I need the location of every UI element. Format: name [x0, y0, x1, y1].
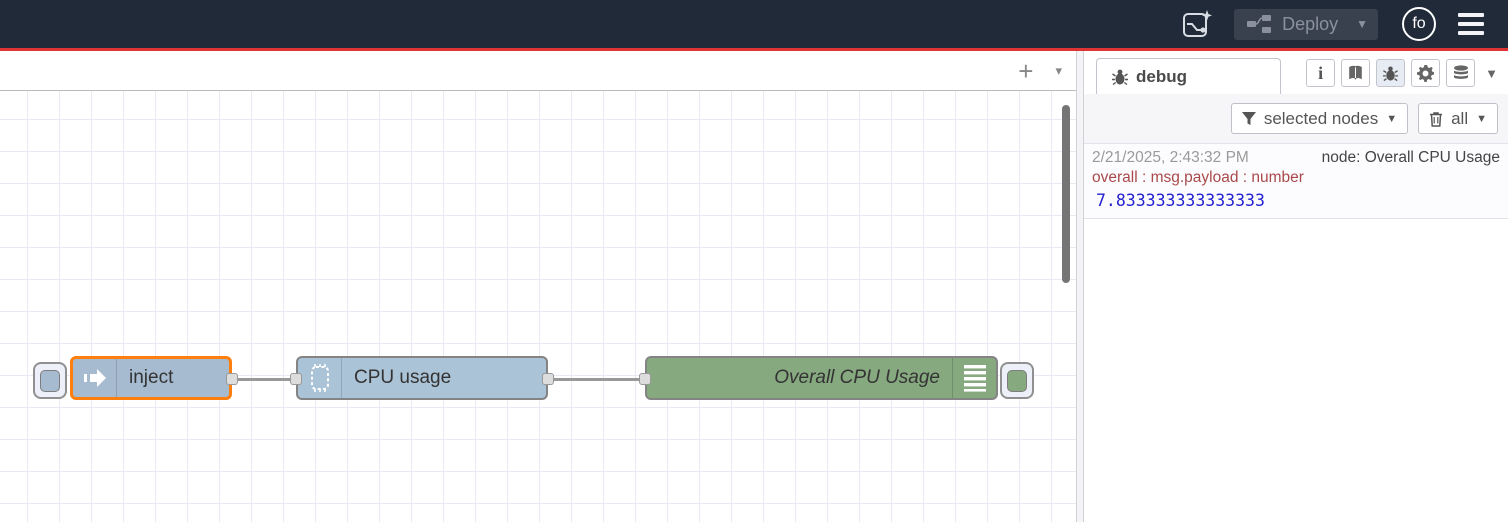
- node-overall-cpu-usage[interactable]: Overall CPU Usage: [645, 356, 998, 400]
- help-tab-button[interactable]: [1341, 59, 1371, 87]
- info-icon: i: [1318, 62, 1324, 83]
- database-icon: [1453, 64, 1469, 82]
- message-node-name: node: Overall CPU Usage: [1321, 149, 1500, 166]
- sidebar-splitter[interactable]: [1076, 51, 1084, 522]
- inject-arrow-icon: [82, 365, 108, 391]
- debug-list-icon: [963, 364, 987, 392]
- cpu-input-port[interactable]: [290, 373, 302, 385]
- canvas-vertical-scrollbar[interactable]: [1062, 101, 1070, 516]
- message-property-path: overall : msg.payload : number: [1092, 169, 1304, 186]
- book-icon: [1347, 65, 1364, 81]
- workspace: + ▾ inject: [0, 51, 1508, 522]
- header: Deploy ▼ fo: [0, 0, 1508, 48]
- node-label: CPU usage: [354, 367, 452, 388]
- deploy-button[interactable]: Deploy ▼: [1234, 8, 1378, 40]
- cpu-output-port[interactable]: [542, 373, 554, 385]
- deploy-dropdown-caret[interactable]: ▼: [1356, 17, 1368, 31]
- sidebar-tab-bar: debug i: [1084, 51, 1508, 94]
- tab-debug[interactable]: debug: [1096, 58, 1281, 94]
- flow-sparkle-icon: [1180, 7, 1214, 41]
- flow-canvas[interactable]: inject CPU usage Overal: [0, 91, 1076, 522]
- add-flow-button[interactable]: +: [1018, 55, 1034, 86]
- sidebar-tabs-caret[interactable]: ▼: [1485, 65, 1498, 81]
- message-value[interactable]: 7.833333333333333: [1096, 191, 1265, 210]
- message-timestamp: 2/21/2025, 2:43:32 PM: [1092, 149, 1249, 166]
- node-cpu-usage[interactable]: CPU usage: [296, 356, 548, 400]
- clear-label: all: [1451, 108, 1469, 128]
- filter-caret-icon: ▼: [1386, 112, 1398, 125]
- wire-cpu-to-debug[interactable]: [547, 378, 651, 381]
- header-accent-line: [0, 48, 1508, 51]
- debug-filter-toolbar: selected nodes ▼ all ▼: [1084, 94, 1508, 143]
- scrollbar-thumb[interactable]: [1062, 105, 1070, 283]
- canvas-area: + ▾ inject: [0, 51, 1076, 522]
- debug-tab-button[interactable]: [1376, 59, 1406, 87]
- filter-selected-nodes-button[interactable]: selected nodes ▼: [1230, 103, 1409, 134]
- filter-label: selected nodes: [1263, 108, 1379, 128]
- clear-all-button[interactable]: all ▼: [1418, 103, 1498, 134]
- config-nodes-tab-button[interactable]: [1411, 59, 1441, 87]
- debug-message[interactable]: 2/21/2025, 2:43:32 PM node: Overall CPU …: [1084, 143, 1508, 219]
- avatar-initials: fo: [1412, 15, 1426, 32]
- flow-list-caret[interactable]: ▾: [1055, 62, 1062, 78]
- flow-tab-bar: + ▾: [0, 51, 1076, 91]
- info-tab-button[interactable]: i: [1306, 59, 1336, 87]
- debug-message-list: 2/21/2025, 2:43:32 PM node: Overall CPU …: [1084, 143, 1508, 522]
- debug-input-port[interactable]: [639, 373, 651, 385]
- deploy-nodes-icon: [1246, 14, 1272, 34]
- user-avatar[interactable]: fo: [1402, 7, 1436, 41]
- gear-icon: [1417, 64, 1435, 82]
- cpu-chip-icon: [305, 361, 335, 395]
- bug-icon: [1382, 65, 1399, 82]
- deploy-label: Deploy: [1282, 13, 1339, 34]
- hamburger-icon: [1458, 13, 1484, 17]
- trash-icon: [1429, 111, 1443, 127]
- tab-debug-label: debug: [1136, 66, 1187, 86]
- node-label: Overall CPU Usage: [774, 367, 940, 388]
- sidebar-toolbar: i: [1306, 59, 1498, 94]
- node-label: inject: [129, 367, 174, 388]
- funnel-icon: [1241, 111, 1256, 126]
- context-data-tab-button[interactable]: [1446, 59, 1476, 87]
- clear-caret-icon: ▼: [1476, 112, 1487, 125]
- bug-icon: [1111, 68, 1129, 86]
- flow-assistant-button[interactable]: [1178, 5, 1216, 43]
- inject-output-port[interactable]: [226, 373, 238, 385]
- wire-inject-to-cpu[interactable]: [231, 378, 301, 381]
- main-menu-button[interactable]: [1454, 9, 1488, 39]
- node-inject[interactable]: inject: [70, 356, 232, 400]
- debug-toggle-button[interactable]: [1000, 362, 1034, 399]
- inject-trigger-button[interactable]: [33, 362, 67, 399]
- debug-sidebar: debug i: [1084, 51, 1508, 522]
